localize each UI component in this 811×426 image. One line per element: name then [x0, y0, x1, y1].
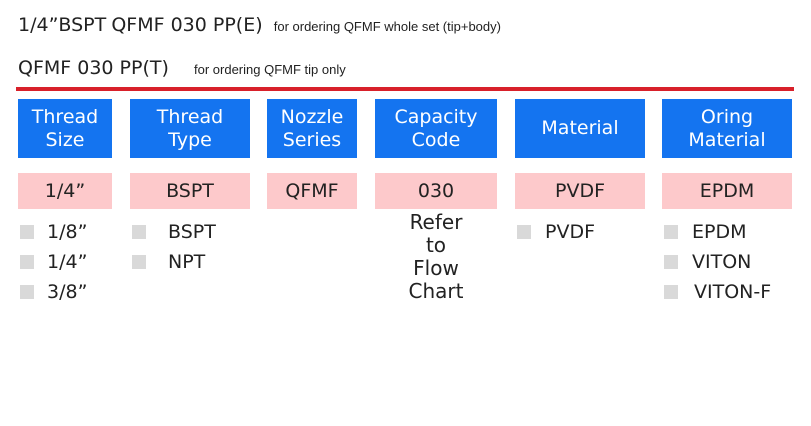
refer-to-flow-chart-note: Refer to Flow Chart: [375, 211, 497, 303]
checkbox-icon[interactable]: [517, 225, 531, 239]
nozzle-series-selected: QFMF: [267, 173, 357, 209]
option-label: BSPT: [168, 221, 216, 243]
capacity-code-header[interactable]: Capacity Code: [375, 99, 497, 158]
oring-material-header-line2: Material: [688, 128, 766, 151]
checkbox-icon[interactable]: [132, 225, 146, 239]
column-nozzle-series: Nozzle Series QFMF: [267, 99, 357, 209]
thread-type-header-line2: Type: [168, 128, 212, 151]
option-label: NPT: [168, 251, 206, 273]
thread-type-selected: BSPT: [130, 173, 250, 209]
thread-type-header-line1: Thread: [156, 105, 224, 128]
checkbox-icon[interactable]: [664, 255, 678, 269]
oring-option-viton[interactable]: VITON: [662, 247, 792, 277]
option-label: EPDM: [692, 221, 747, 243]
thread-type-code: BSPT: [58, 14, 107, 36]
material-header-line1: Material: [541, 117, 619, 139]
checkbox-icon[interactable]: [20, 255, 34, 269]
thread-size-header[interactable]: Thread Size: [18, 99, 112, 158]
oring-material-header[interactable]: Oring Material: [662, 99, 792, 158]
option-label: PVDF: [545, 221, 596, 243]
nozzle-series-header-line1: Nozzle: [280, 105, 344, 128]
full-set-note: for ordering QFMF whole set (tip+body): [273, 19, 501, 34]
checkbox-icon[interactable]: [132, 255, 146, 269]
option-label: 3/8”: [47, 281, 88, 303]
thread-size-header-line1: Thread: [31, 105, 99, 128]
thread-size-header-line2: Size: [45, 128, 85, 151]
refer-line-3: Flow: [413, 256, 459, 280]
thread-size-selected: 1/4”: [18, 173, 112, 209]
thread-size-option-1-8[interactable]: 1/8”: [18, 217, 112, 247]
oring-option-viton-f[interactable]: VITON-F: [662, 277, 792, 307]
thread-type-option-npt[interactable]: NPT: [130, 247, 250, 277]
refer-line-2: to: [425, 233, 447, 257]
option-label: VITON-F: [694, 281, 772, 303]
tip-code: QFMF 030 PP(T): [18, 57, 169, 79]
nozzle-series-header-line2: Series: [282, 128, 342, 151]
column-material: Material PVDF PVDF: [515, 99, 645, 247]
option-label: 1/4”: [47, 251, 88, 273]
checkbox-icon[interactable]: [664, 225, 678, 239]
tip-order-line: QFMF 030 PP(T) for ordering QFMF tip onl…: [18, 57, 346, 79]
oring-material-selected: EPDM: [662, 173, 792, 209]
oring-material-header-line1: Oring: [700, 105, 754, 128]
capacity-code-header-line2: Code: [411, 128, 461, 151]
thread-type-header[interactable]: Thread Type: [130, 99, 250, 158]
thread-size-code: 1/4”: [18, 14, 59, 36]
option-label: 1/8”: [47, 221, 88, 243]
full-set-order-line: 1/4”BSPT QFMF 030 PP(E) for ordering QFM…: [18, 14, 501, 36]
tip-note: for ordering QFMF tip only: [194, 62, 346, 77]
column-capacity-code: Capacity Code 030 Refer to Flow Chart: [375, 99, 497, 303]
material-selected: PVDF: [515, 173, 645, 209]
capacity-code-header-line1: Capacity: [394, 105, 478, 128]
nozzle-series-header[interactable]: Nozzle Series: [267, 99, 357, 158]
column-thread-type: Thread Type BSPT BSPT NPT: [130, 99, 250, 277]
capacity-code-selected: 030: [375, 173, 497, 209]
divider-rule: [16, 87, 794, 91]
thread-type-option-bspt[interactable]: BSPT: [130, 217, 250, 247]
thread-size-option-3-8[interactable]: 3/8”: [18, 277, 112, 307]
option-label: VITON: [692, 251, 752, 273]
column-thread-size: Thread Size 1/4” 1/8” 1/4” 3/8”: [18, 99, 112, 307]
material-option-pvdf[interactable]: PVDF: [515, 217, 645, 247]
thread-size-option-1-4[interactable]: 1/4”: [18, 247, 112, 277]
material-header[interactable]: Material: [515, 99, 645, 158]
checkbox-icon[interactable]: [20, 225, 34, 239]
checkbox-icon[interactable]: [20, 285, 34, 299]
checkbox-icon[interactable]: [664, 285, 678, 299]
column-oring-material: Oring Material EPDM EPDM VITON VITON-F: [662, 99, 792, 307]
refer-line-4: Chart: [408, 279, 464, 303]
full-set-code: QFMF 030 PP(E): [111, 14, 263, 36]
refer-line-1: Refer: [409, 210, 463, 234]
oring-option-epdm[interactable]: EPDM: [662, 217, 792, 247]
